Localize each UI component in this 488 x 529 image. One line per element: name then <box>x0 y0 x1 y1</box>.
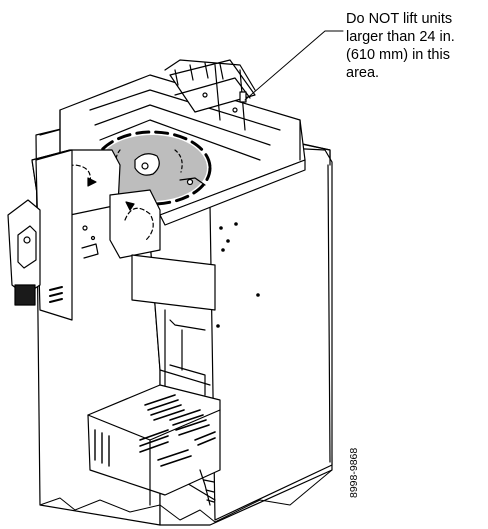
left-door <box>7 149 99 321</box>
callout-line-1: Do NOT lift units <box>346 11 453 27</box>
callout-line-3: (610 mm) in this <box>346 47 450 63</box>
side-plate-right <box>109 189 161 259</box>
rear-bracket <box>164 59 256 103</box>
callout-line-4: area. <box>346 65 380 81</box>
power-unit <box>87 384 221 506</box>
callout-leader-line <box>244 30 344 101</box>
callout-line-2: larger than 24 in. <box>346 29 455 45</box>
warning-callout: Do NOT lift units larger than 24 in. (61… <box>346 10 486 82</box>
figure-id-label: 8998-9868 <box>348 447 360 498</box>
vent-grille <box>139 394 216 467</box>
front-panel-holes <box>216 222 260 328</box>
